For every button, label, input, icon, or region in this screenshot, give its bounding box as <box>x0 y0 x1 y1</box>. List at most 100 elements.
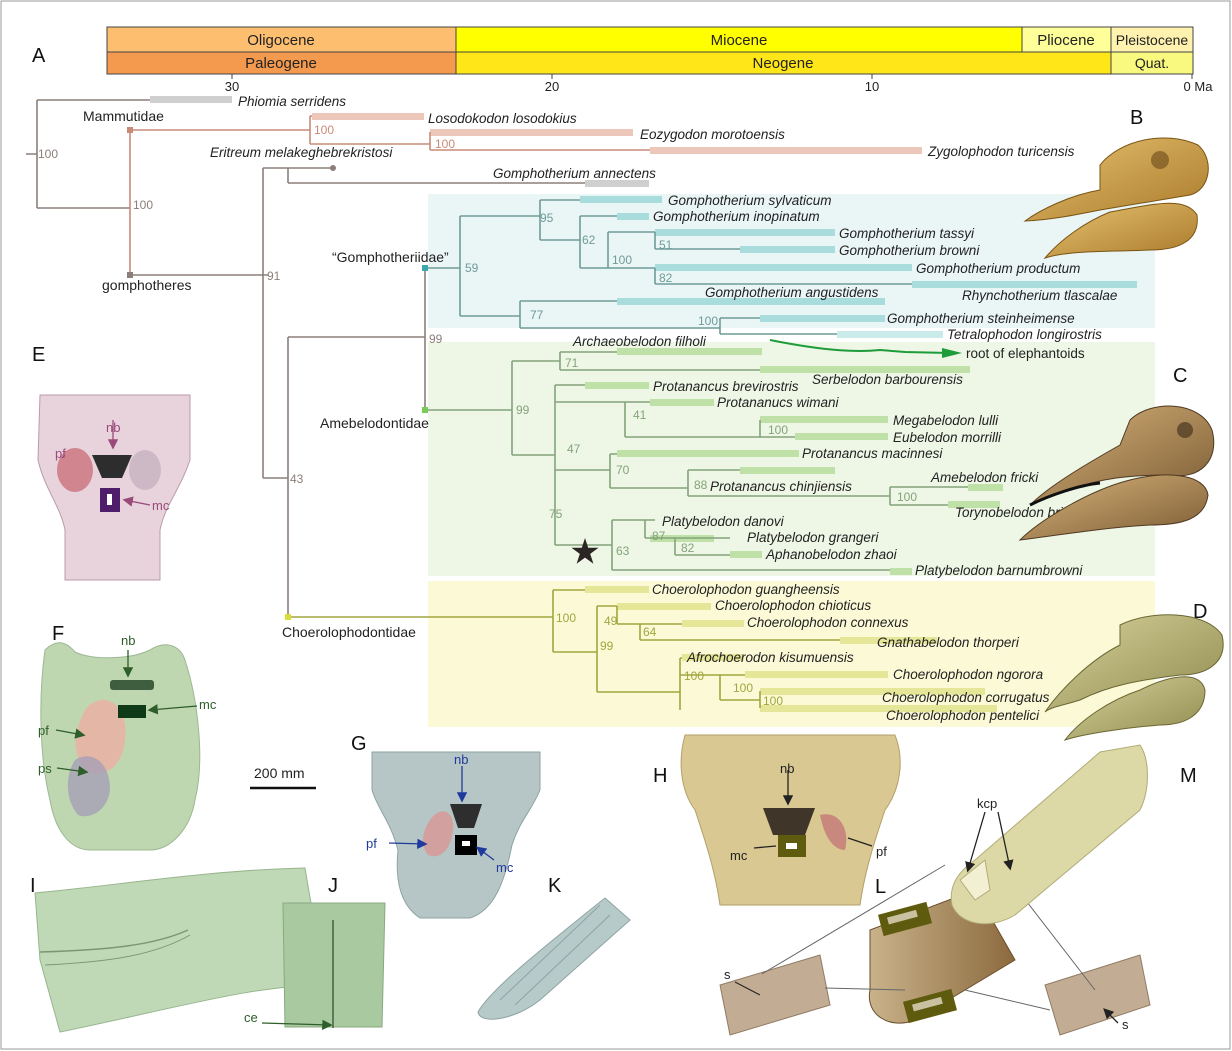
taxon-rhynchotherium: Rhynchotherium tlascalae <box>962 288 1117 303</box>
label-h-mc: mc <box>730 848 748 863</box>
support-amebe-main: 99 <box>516 403 530 417</box>
taxon-g-annectens: Gomphotherium annectens <box>493 166 656 181</box>
taxon-gnathabelodon: Gnathabelodon thorperi <box>877 635 1020 650</box>
range-bar-g-annectens <box>585 180 649 187</box>
support-choero-100c: 100 <box>763 694 783 708</box>
range-bar-g-tassyi <box>655 229 835 236</box>
panel-label-f: F <box>52 623 64 645</box>
range-bar-pl-barnumbrowni <box>890 568 912 575</box>
taxon-p-chinjiensis: Protanancus chinjiensis <box>710 479 852 494</box>
support-75: 75 <box>549 507 563 521</box>
support-post-eritreum: 91 <box>267 269 281 283</box>
label-e-nb: nb <box>106 420 120 435</box>
support-mammutidae-inner: 100 <box>314 123 334 137</box>
range-bar-c-connexus <box>682 620 744 627</box>
range-bar-p-chinjiensis <box>740 467 835 474</box>
range-bar-p-macinnesi <box>617 450 799 457</box>
label-m-kcp: kcp <box>977 796 997 811</box>
panel-m-tusk: kcp <box>951 745 1147 924</box>
label-j-ce: ce <box>244 1010 258 1025</box>
taxon-g-sylvaticum: Gomphotherium sylvaticum <box>668 193 832 208</box>
taxon-g-angustidens: Gomphotherium angustidens <box>705 285 879 300</box>
range-bar-g-steinheimense <box>760 315 885 322</box>
panel-label-g: G <box>351 733 367 755</box>
range-bar-tetralophodon <box>837 331 943 338</box>
label-f-mc: mc <box>199 697 217 712</box>
taxon-p-macinnesi: Protanancus macinnesi <box>802 446 943 461</box>
clade-label-gomphotheriidae: “Gomphotheriidae” <box>332 249 449 265</box>
node-choerolophodontidae <box>285 614 291 620</box>
range-bar-g-productum <box>655 264 912 271</box>
taxon-afrochoerodon: Afrochoerodon kisumuensis <box>686 650 854 665</box>
period-label-quaternary: Quat. <box>1135 55 1169 71</box>
support-gomph-main: 59 <box>465 261 479 275</box>
taxon-eozygodon: Eozygodon morotoensis <box>640 127 785 142</box>
epoch-label-oligocene: Oligocene <box>247 32 315 49</box>
taxon-c-connexus: Choerolophodon connexus <box>747 615 909 630</box>
label-g-nb: nb <box>454 752 468 767</box>
clade-label-gomphotheres: gomphotheres <box>102 277 192 293</box>
panel-e-skull: nb pf mc <box>30 390 195 585</box>
period-label-neogene: Neogene <box>753 55 814 72</box>
branch-elephantimorph <box>263 268 425 617</box>
panel-i-mandible <box>35 868 325 1032</box>
geologic-timescale: Oligocene Miocene Pliocene Pleistocene P… <box>107 27 1213 94</box>
clade-label-choerolophodontidae: Choerolophodontidae <box>282 624 416 640</box>
support-eozygodon-zygolophodon: 100 <box>435 137 455 151</box>
support-choero-main: 100 <box>556 611 576 625</box>
support-71: 71 <box>565 356 579 370</box>
range-bar-archaeobelodon <box>617 348 762 355</box>
range-bar-megabelodon <box>760 416 888 423</box>
support-95: 95 <box>540 211 554 225</box>
root-of-elephantoids-label: root of elephantoids <box>966 346 1085 361</box>
panel-label-l: L <box>875 876 886 898</box>
support-87: 87 <box>652 529 666 543</box>
label-l-s-left: s <box>724 967 731 982</box>
label-e-mc: mc <box>152 498 170 513</box>
range-bar-g-sylvaticum <box>580 196 662 203</box>
period-label-paleogene: Paleogene <box>245 55 317 72</box>
scale-bar-label: 200 mm <box>254 765 305 781</box>
taxon-g-tassyi: Gomphotherium tassyi <box>839 226 975 241</box>
taxon-p-brevirostris: Protanancus brevirostris <box>653 379 799 394</box>
support-70: 70 <box>616 463 630 477</box>
label-g-mc: mc <box>496 860 514 875</box>
taxon-serbelodon: Serbelodon barbourensis <box>812 372 963 387</box>
support-choero-100a: 100 <box>684 669 704 683</box>
label-f-ps: ps <box>38 761 52 776</box>
node-eritreum <box>330 165 336 171</box>
taxon-losodokodon: Losodokodon losodokius <box>428 111 577 126</box>
range-bar-losodokodon <box>312 113 424 120</box>
support-63: 63 <box>616 544 630 558</box>
range-bar-aphanobelodon <box>730 551 762 558</box>
range-bar-p-wimani <box>650 399 714 406</box>
panel-k-mandible <box>478 898 630 1019</box>
support-82-platy: 82 <box>681 541 695 555</box>
epoch-label-miocene: Miocene <box>711 32 768 49</box>
panel-label-j: J <box>328 875 338 897</box>
support-steinheim-tetra: 100 <box>698 314 718 328</box>
label-h-pf: pf <box>876 844 887 859</box>
panel-label-h: H <box>653 765 667 787</box>
taxon-c-ngorora: Choerolophodon ngorora <box>893 667 1044 682</box>
tick-label-30: 30 <box>225 79 239 94</box>
range-bar-c-ngorora <box>745 671 888 678</box>
taxon-phiomia: Phiomia serridens <box>238 94 346 109</box>
taxon-p-wimani: Protananucs wimani <box>717 395 840 410</box>
panel-f-skull: nb mc pf ps <box>38 633 217 850</box>
node-mammutidae <box>127 127 133 133</box>
taxon-g-steinheimense: Gomphotherium steinheimense <box>887 311 1075 326</box>
support-g100: 100 <box>612 253 632 267</box>
range-bar-phiomia <box>150 96 232 103</box>
range-bar-p-brevirostris <box>585 382 649 389</box>
range-bar-zygolophodon <box>650 147 922 154</box>
label-e-pf: pf <box>55 446 66 461</box>
support-47: 47 <box>567 442 581 456</box>
epoch-label-pliocene: Pliocene <box>1037 32 1095 49</box>
panel-label-c: C <box>1173 365 1187 387</box>
range-bar-eozygodon <box>430 129 633 136</box>
support-amebe-tory: 100 <box>897 490 917 504</box>
tick-label-20: 20 <box>545 79 559 94</box>
support-41: 41 <box>633 408 647 422</box>
